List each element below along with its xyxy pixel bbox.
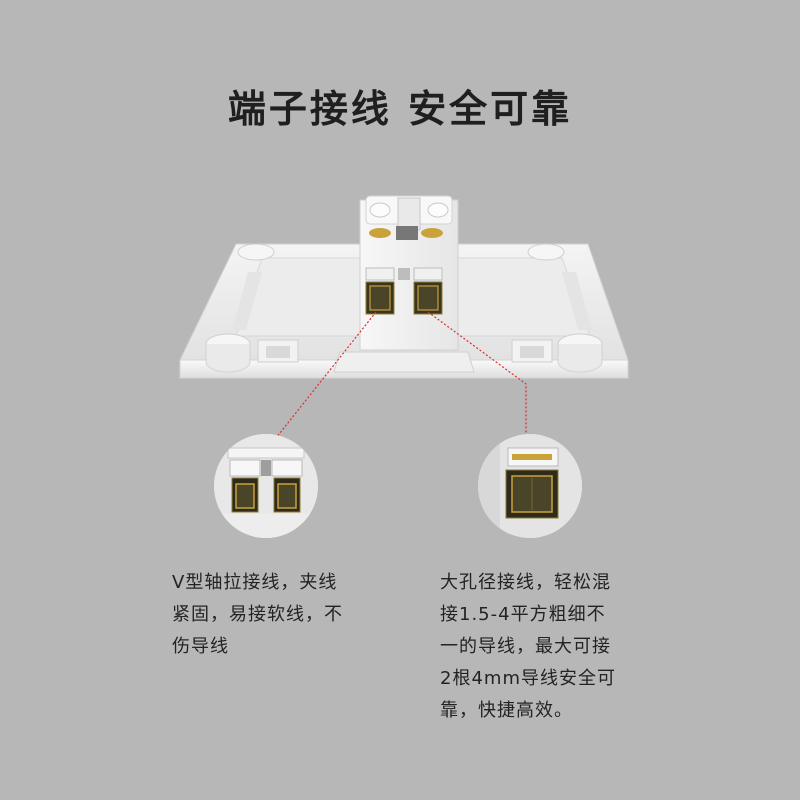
right-description-line: 一的导线，最大可接 [440,636,611,657]
zoom-circle-large-hole [478,434,582,538]
page-title: 端子接线 安全可靠 [227,87,573,131]
right-description-line: 接1.5-4平方粗细不 [440,604,606,625]
right-description-line: 大孔径接线，轻松混 [440,572,611,593]
left-description-line: V型轴拉接线，夹线 [172,572,338,593]
left-description-line: 紧固，易接软线，不 [172,604,343,625]
left-description-line: 伤导线 [172,636,229,657]
right-description-line: 靠，快捷高效。 [440,700,573,721]
zoom-circle-v-terminal [214,434,318,538]
right-feature-description: 大孔径接线，轻松混 接1.5-4平方粗细不 一的导线，最大可接 2根4mm导线安… [440,567,660,727]
callout-line-left [267,311,377,449]
right-description-line: 2根4mm导线安全可 [440,668,616,689]
callout-line-right [427,311,527,448]
left-feature-description: V型轴拉接线，夹线 紧固，易接软线，不 伤导线 [172,567,392,663]
